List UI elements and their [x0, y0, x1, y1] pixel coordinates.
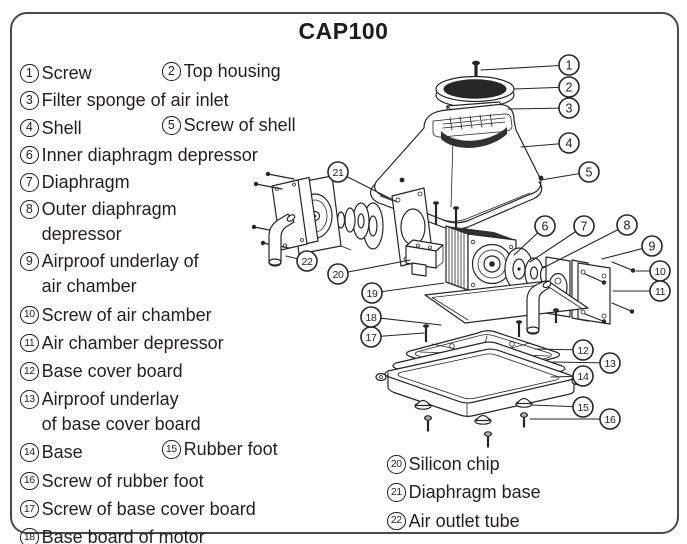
part-number-badge: 5 [162, 116, 181, 135]
part-label: Screw of base cover board [41, 498, 256, 519]
part-number-badge: 13 [20, 390, 39, 409]
part-number-badge: 14 [20, 443, 39, 463]
part-label: Airproof underlay of base cover board [41, 389, 201, 435]
part-label: Inner diaphragm depressor [41, 144, 258, 165]
part-label: Screw [41, 63, 92, 84]
part-label: Diaphragm base [408, 482, 541, 503]
part-label: Base board of motor [41, 527, 205, 544]
part-label: Filter sponge of air inlet [41, 90, 229, 111]
part-number-badge: 22 [387, 511, 406, 531]
part-label: Rubber foot [183, 439, 278, 460]
part-label: Silicon chip [408, 454, 500, 475]
part-number-badge: 17 [20, 499, 39, 519]
part-label: Airproof underlay of air chamber [41, 251, 199, 297]
part-label: Screw of rubber foot [41, 470, 204, 491]
part-number-badge: 7 [20, 173, 39, 192]
page-border [10, 12, 679, 534]
part-number-badge: 1 [20, 64, 39, 83]
part-number-badge: 12 [20, 362, 39, 381]
part-label: Diaphragm [41, 172, 130, 193]
part-label: Screw of shell [183, 115, 296, 136]
part-label: Air chamber depressor [41, 332, 224, 353]
part-label: Base cover board [41, 361, 183, 382]
part-number-badge: 16 [20, 471, 39, 491]
part-label: Top housing [183, 61, 281, 81]
part-label: Outer diaphragm depressor [41, 199, 177, 245]
part-number-badge: 9 [20, 252, 39, 272]
part-label: Screw of air chamber [41, 304, 212, 325]
page-title: CAP100 [298, 18, 389, 44]
part-number-badge: 21 [387, 483, 406, 502]
part-number-badge: 20 [387, 455, 406, 474]
part-number-badge: 4 [20, 118, 39, 138]
part-number-badge: 15 [162, 440, 181, 459]
part-number-badge: 8 [20, 200, 39, 219]
part-label: Base [41, 442, 83, 463]
part-number-badge: 3 [20, 91, 39, 110]
part-number-badge: 18 [20, 528, 39, 544]
part-label: Shell [41, 117, 82, 138]
part-number-badge: 2 [162, 62, 181, 81]
part-number-badge: 10 [20, 305, 39, 325]
part-label: Air outlet tube [408, 510, 520, 531]
part-number-badge: 11 [20, 333, 39, 353]
part-number-badge: 6 [20, 145, 39, 165]
